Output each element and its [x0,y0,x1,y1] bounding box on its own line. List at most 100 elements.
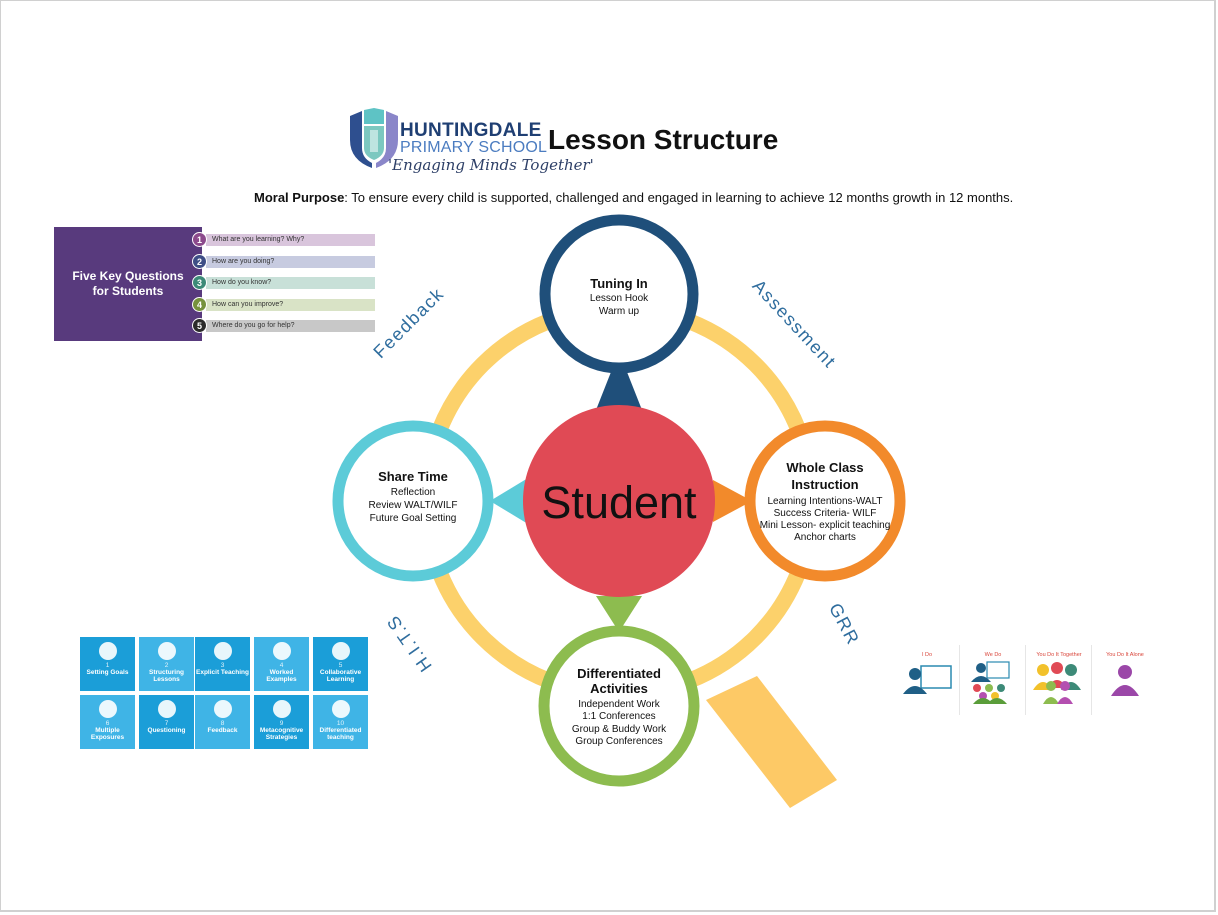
differentiated-line-2: 1:1 Conferences [582,711,655,722]
person-board-icon [331,700,350,718]
hits-tile-number: 2 [164,662,169,669]
whole-class-line-3: Mini Lesson- explicit teaching [760,520,891,531]
share-time-line-2: Review WALT/WILF [369,500,458,511]
grr-stage: We Do [962,645,1024,715]
hits-label: H.I.T.S [382,611,435,675]
grr-stage: I Do [896,645,958,715]
globe-icon [98,700,117,718]
assessment-label: Assessment [749,276,841,372]
differentiated-circle [538,625,700,787]
differentiated-title-1: Differentiated [577,666,661,681]
connector-right [713,480,752,522]
question-row: How do you know?3 [192,275,376,291]
question-row: Where do you go for help?5 [192,318,376,334]
question-text: How are you doing? [206,255,375,268]
moral-purpose-label: Moral Purpose [254,190,345,205]
hits-tile-label: Setting Goals [86,669,129,676]
teacher-board-icon [896,660,958,705]
moral-purpose-text: : To ensure every child is supported, ch… [344,190,1014,205]
hits-tile-label: Explicit Teaching [196,669,249,676]
five-key-questions-heading-text: Five Key Questions for Students [72,269,184,298]
hits-tile-label: Worked Examples [266,669,297,683]
page-title: Lesson Structure [548,124,779,155]
share-time-title: Share Time [378,469,448,484]
question-row: What are you learning? Why?1 [192,232,376,247]
hits-tile-number: 5 [338,662,343,669]
school-name-line1: HUNTINGDALE [400,120,542,141]
five-key-questions-heading: Five Key Questions for Students [54,227,202,341]
grr-divider [1025,645,1026,715]
whole-class-title-1: Whole Class [786,460,863,475]
feedback-label: Feedback [369,283,448,362]
hits-tile-number: 9 [279,720,284,727]
grr-stage-label: You Do It Together [1036,652,1082,658]
connector-top [596,372,642,410]
differentiated-line-4: Group Conferences [575,736,662,747]
connector-bottom [596,596,642,632]
question-text: What are you learning? Why? [206,234,375,246]
grr-stage-label: We Do [984,652,1002,658]
hits-tile-label: Questioning [147,727,186,734]
group-icon [331,642,350,660]
connector-left [490,478,528,524]
grr-stage: You Do It Alone [1094,645,1156,715]
school-name-line2: PRIMARY SCHOOL [400,139,548,156]
differentiated-title-2: Activities [590,681,648,696]
share-time-line-3: Future Goal Setting [370,513,457,524]
grr-label: GRR [825,600,864,649]
hits-tile-number: 10 [336,720,345,727]
tuning-in-circle [539,214,699,374]
grr-stage: You Do It Together [1028,645,1090,715]
whole-class-circle [744,420,906,582]
question-number: 4 [192,296,207,312]
teacher-icon [213,642,232,660]
worksheet-icon [272,642,291,660]
hits-tile-label: Differentiated teaching [319,727,362,741]
share-time-circle [332,420,494,582]
tuning-in-title: Tuning In [590,276,648,291]
grr-panel: I Do We Do You Do It Together You Do It Alo… [896,645,1148,715]
hits-tile-label: Feedback [207,727,238,734]
single-student-icon [1094,660,1156,705]
school-logo [350,108,398,168]
share-time-line-1: Reflection [391,487,435,498]
hits-tile-label: Metacognitive Strategies [259,727,304,741]
school-tagline: 'Engaging Minds Together' [388,156,594,174]
tuning-in-line-2: Warm up [599,306,640,317]
tuning-in-line-1: Lesson Hook [590,293,649,304]
grr-stage-label: You Do It Alone [1106,652,1144,658]
hits-tile-number: 4 [279,662,284,669]
lesson-icon [157,642,176,660]
student-label: Student [541,477,697,528]
hits-tile-number: 6 [105,720,110,727]
grr-divider [1091,645,1092,715]
grr-divider [959,645,960,715]
differentiated-line-3: Group & Buddy Work [572,724,667,735]
question-row: How can you improve?4 [192,296,376,312]
magnifier-handle [706,676,837,808]
question-number: 3 [192,275,207,291]
differentiated-line-1: Independent Work [578,699,661,710]
moral-purpose: Moral Purpose: To ensure every child is … [254,190,1013,205]
hits-tile-number: 3 [220,662,225,669]
question-number: 2 [192,253,207,269]
question-number: 1 [192,232,207,247]
cycle-icon [272,700,291,718]
whole-class-title-2: Instruction [791,477,858,492]
question-number: 5 [192,318,207,334]
question-text: How can you improve? [206,298,375,311]
question-text: Where do you go for help? [206,320,375,333]
student-circle [523,405,715,597]
speech-icon [213,700,232,718]
